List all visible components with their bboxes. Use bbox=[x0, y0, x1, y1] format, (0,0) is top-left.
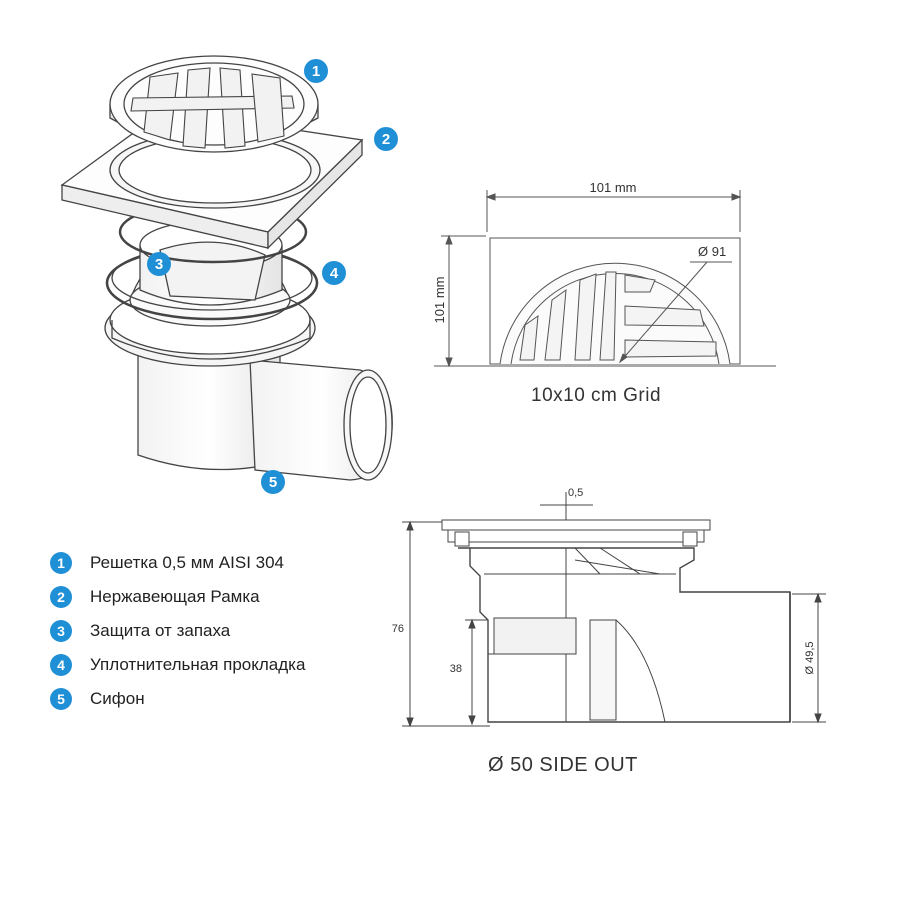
badge-1: 1 bbox=[304, 59, 328, 83]
side-top-label: 0,5 bbox=[568, 487, 583, 499]
legend-text: Сифон bbox=[90, 689, 145, 708]
badge-2: 2 bbox=[374, 127, 398, 151]
badge-5: 5 bbox=[261, 470, 285, 494]
grid-drawing bbox=[434, 190, 776, 368]
round-grate bbox=[109, 55, 319, 153]
legend-number: 1 bbox=[50, 552, 72, 574]
side-caption: Ø 50 SIDE OUT bbox=[488, 754, 638, 776]
side-outlet-label: Ø 49,5 bbox=[804, 641, 816, 674]
legend-number: 5 bbox=[50, 688, 72, 710]
stainless-frame bbox=[60, 109, 364, 250]
side-section-drawing bbox=[402, 492, 826, 728]
parts-legend: 1 Решетка 0,5 мм AISI 304 2 Нержавеющая … bbox=[50, 546, 305, 716]
grid-height-label: 101 mm bbox=[432, 277, 447, 324]
grid-caption: 10x10 cm Grid bbox=[531, 385, 662, 406]
legend-item: 4 Уплотнительная прокладка bbox=[50, 648, 305, 682]
legend-number: 3 bbox=[50, 620, 72, 642]
legend-item: 5 Сифон bbox=[50, 682, 305, 716]
legend-text: Решетка 0,5 мм AISI 304 bbox=[90, 553, 285, 572]
siphon-body bbox=[137, 349, 393, 481]
badge-4: 4 bbox=[322, 261, 346, 285]
legend-text: Нержавеющая Рамка bbox=[90, 587, 260, 606]
grid-diameter-label: Ø 91 bbox=[698, 244, 726, 259]
side-height-label: 76 bbox=[392, 623, 404, 635]
legend-number: 2 bbox=[50, 586, 72, 608]
badge-3: 3 bbox=[147, 252, 171, 276]
legend-text: Защита от запаха bbox=[90, 621, 231, 640]
legend-item: 2 Нержавеющая Рамка bbox=[50, 580, 305, 614]
legend-text: Уплотнительная прокладка bbox=[90, 655, 306, 674]
legend-item: 3 Защита от запаха bbox=[50, 614, 305, 648]
legend-number: 4 bbox=[50, 654, 72, 676]
legend-item: 1 Решетка 0,5 мм AISI 304 bbox=[50, 546, 305, 580]
side-inner-label: 38 bbox=[450, 663, 462, 675]
grid-width-label: 101 mm bbox=[590, 180, 637, 195]
exploded-view bbox=[60, 55, 393, 481]
